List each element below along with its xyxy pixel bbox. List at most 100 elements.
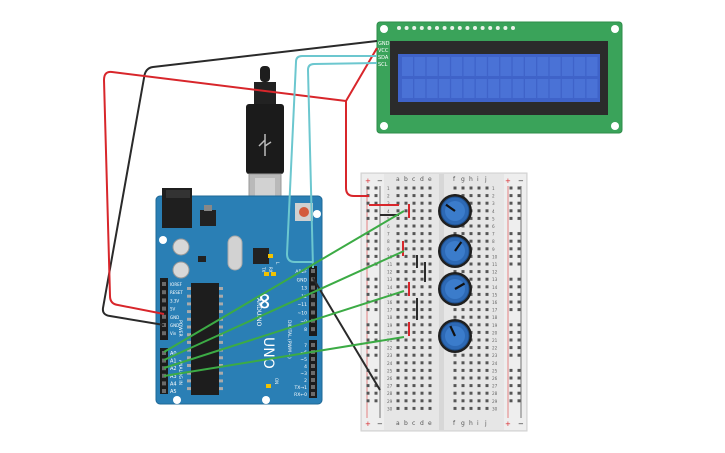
breadboard-hole xyxy=(477,300,481,304)
rail-hole xyxy=(509,323,513,327)
wire-black-gnd-rail[interactable] xyxy=(312,277,381,391)
rail-plus-label-tl: + xyxy=(365,177,371,185)
breadboard-hole xyxy=(461,406,465,410)
led-l xyxy=(268,254,273,258)
breadboard-hole xyxy=(461,270,465,274)
arduino-uno-board[interactable]: L TX RX ON ∞ ARDUINO UNO POWER ANALOG IN… xyxy=(155,188,323,405)
header-pin-hole xyxy=(162,358,166,363)
column-label: f xyxy=(453,420,456,427)
breadboard-hole xyxy=(396,216,400,220)
breadboard-hole xyxy=(477,224,481,228)
potentiometer-1[interactable] xyxy=(438,194,472,228)
lcd-header-pin xyxy=(450,26,455,30)
wire-red-5v[interactable] xyxy=(102,70,347,315)
wire-green-a1[interactable] xyxy=(163,250,405,361)
breadboard-hole xyxy=(469,232,473,236)
rail-hole xyxy=(517,368,521,372)
rail-hole xyxy=(374,194,378,198)
rail-hole xyxy=(517,201,521,205)
wire-green-a0[interactable] xyxy=(163,210,405,353)
wire-green-a3[interactable] xyxy=(163,336,405,377)
row-label: 13 xyxy=(387,277,393,282)
led-on xyxy=(266,384,271,388)
pin-label: 4 xyxy=(304,364,307,370)
lcd-character-cell xyxy=(475,57,487,76)
column-label: i xyxy=(477,420,479,427)
row-label: 26 xyxy=(387,376,393,381)
lcd-character-cell xyxy=(451,79,463,98)
rail-hole xyxy=(517,399,521,403)
breadboard-hole xyxy=(469,216,473,220)
lcd-character-cell xyxy=(537,57,549,76)
rail-hole xyxy=(374,368,378,372)
rail-hole xyxy=(509,201,513,205)
wire-cyan-scl[interactable] xyxy=(306,62,378,269)
breadboard-hole xyxy=(477,308,481,312)
rail-hole xyxy=(374,186,378,190)
lcd-module[interactable]: GND VCC SDA SCL xyxy=(376,21,623,134)
chip-leg xyxy=(219,364,223,367)
wire-green-a2[interactable] xyxy=(163,290,405,369)
breadboard-hole xyxy=(420,406,424,410)
rail-hole xyxy=(509,262,513,266)
chip-leg xyxy=(187,310,191,314)
breadboard-hole xyxy=(404,361,408,365)
breadboard-hole xyxy=(485,330,489,334)
breadboard-hole xyxy=(485,323,489,327)
pin-label: GND xyxy=(170,315,179,320)
breadboard-hole xyxy=(461,232,465,236)
pin-label: IOREF xyxy=(170,282,183,287)
led-label-tx: TX xyxy=(261,266,266,272)
breadboard-hole xyxy=(420,277,424,281)
potentiometer-3[interactable] xyxy=(438,272,472,306)
column-label: e xyxy=(428,420,432,427)
breadboard-hole xyxy=(428,338,432,342)
breadboard-hole xyxy=(477,216,481,220)
breadboard-hole xyxy=(477,254,481,258)
breadboard-hole xyxy=(412,277,416,281)
usb-symbol-icon xyxy=(258,134,272,156)
breadboard-hole xyxy=(396,232,400,236)
row-label: 6 xyxy=(492,224,495,229)
breadboard-hole xyxy=(396,368,400,372)
lcd-character-cell xyxy=(525,79,536,98)
lcd-character-cell xyxy=(525,57,536,76)
wire-black-lcd-gnd[interactable] xyxy=(101,40,378,326)
rail-hole xyxy=(366,232,370,236)
small-component xyxy=(198,256,206,262)
potentiometer-4[interactable] xyxy=(438,319,472,353)
wire-cyan-sda[interactable] xyxy=(285,55,377,263)
breadboard-hole xyxy=(412,292,416,296)
chip-leg xyxy=(187,325,191,329)
usb-cable-tip xyxy=(260,66,270,82)
breadboard-hole xyxy=(453,399,457,403)
potentiometers[interactable] xyxy=(438,194,472,353)
breadboard-hole xyxy=(428,353,432,357)
rail-hole xyxy=(517,308,521,312)
row-label: 16 xyxy=(387,300,393,305)
header-pin-hole xyxy=(311,310,315,315)
breadboard-hole xyxy=(420,254,424,258)
breadboard-hole xyxy=(485,406,489,410)
breadboard-hole xyxy=(428,308,432,312)
column-label: b xyxy=(404,420,408,427)
breadboard-center-channel xyxy=(439,174,444,430)
rail-hole xyxy=(374,330,378,334)
breadboard-hole xyxy=(485,270,489,274)
header-pin-hole xyxy=(311,285,315,290)
reset-button-cap[interactable] xyxy=(299,207,309,217)
rail-hole xyxy=(374,285,378,289)
wire-red-lcd-vcc[interactable] xyxy=(345,47,378,197)
rail-hole xyxy=(509,330,513,334)
rail-hole xyxy=(374,323,378,327)
rail-hole xyxy=(517,254,521,258)
breadboard-hole xyxy=(485,292,489,296)
breadboard-hole xyxy=(477,315,481,319)
breadboard-hole xyxy=(404,368,408,372)
potentiometer-2[interactable] xyxy=(438,234,472,268)
lcd-character-cell xyxy=(475,79,487,98)
rail-hole xyxy=(374,292,378,296)
breadboard-hole xyxy=(396,406,400,410)
breadboard-hole xyxy=(412,270,416,274)
breadboard-hole xyxy=(428,376,432,380)
